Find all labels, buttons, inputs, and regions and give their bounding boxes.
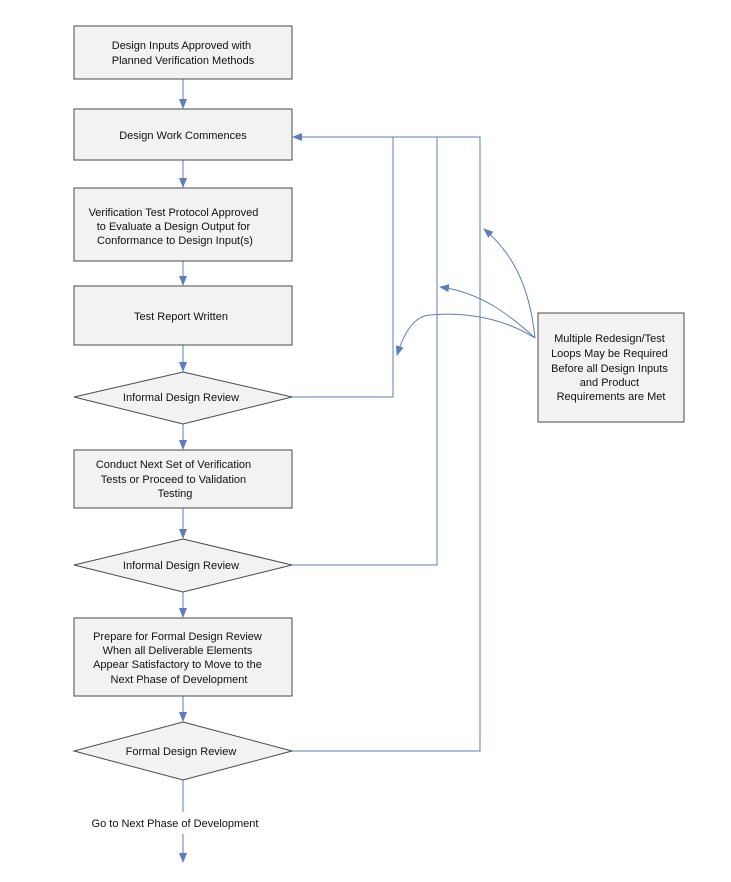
- node-design-inputs-approved: Design Inputs Approved with Planned Veri…: [73, 25, 293, 80]
- decision-formal-design-review: Formal Design Review: [72, 721, 294, 781]
- note-pointer-middle: [439, 284, 536, 339]
- loop-line-d2: [292, 137, 438, 566]
- end-label: Go to Next Phase of Development: [92, 818, 259, 830]
- decision-informal-design-review-2: Informal Design Review: [73, 538, 293, 593]
- note-redesign-loops: Multiple Redesign/Test Loops May be Requ…: [537, 312, 685, 423]
- node-text: Verification Test Protocol Approved to E…: [89, 207, 262, 247]
- node-prepare-formal-review: Prepare for Formal Design Review When al…: [73, 617, 293, 697]
- node-text: Informal Design Review: [123, 392, 239, 404]
- decision-informal-design-review-1: Informal Design Review: [73, 371, 293, 425]
- node-verification-test-protocol: Verification Test Protocol Approved to E…: [73, 187, 293, 262]
- node-test-report-written: Test Report Written: [73, 285, 293, 346]
- node-text: Prepare for Formal Design Review When al…: [93, 631, 265, 686]
- node-text: Design Inputs Approved with Planned Veri…: [112, 40, 255, 67]
- node-text: Go to Next Phase of Development: [92, 818, 259, 830]
- note-pointer-bottom: [395, 313, 536, 356]
- node-text: Informal Design Review: [123, 560, 239, 572]
- note-pointer-top: [483, 228, 536, 339]
- node-conduct-next-verification: Conduct Next Set of Verification Tests o…: [73, 449, 293, 509]
- loop-line-d1: [292, 137, 394, 398]
- node-text: Design Work Commences: [119, 130, 247, 142]
- loop-line-d3: [292, 133, 481, 752]
- node-text: Conduct Next Set of Verification Tests o…: [96, 459, 254, 500]
- node-text: Test Report Written: [134, 311, 228, 323]
- node-design-work-commences: Design Work Commences: [73, 108, 293, 161]
- note-text: Multiple Redesign/Test Loops May be Requ…: [551, 333, 671, 403]
- node-text: Formal Design Review: [126, 746, 237, 758]
